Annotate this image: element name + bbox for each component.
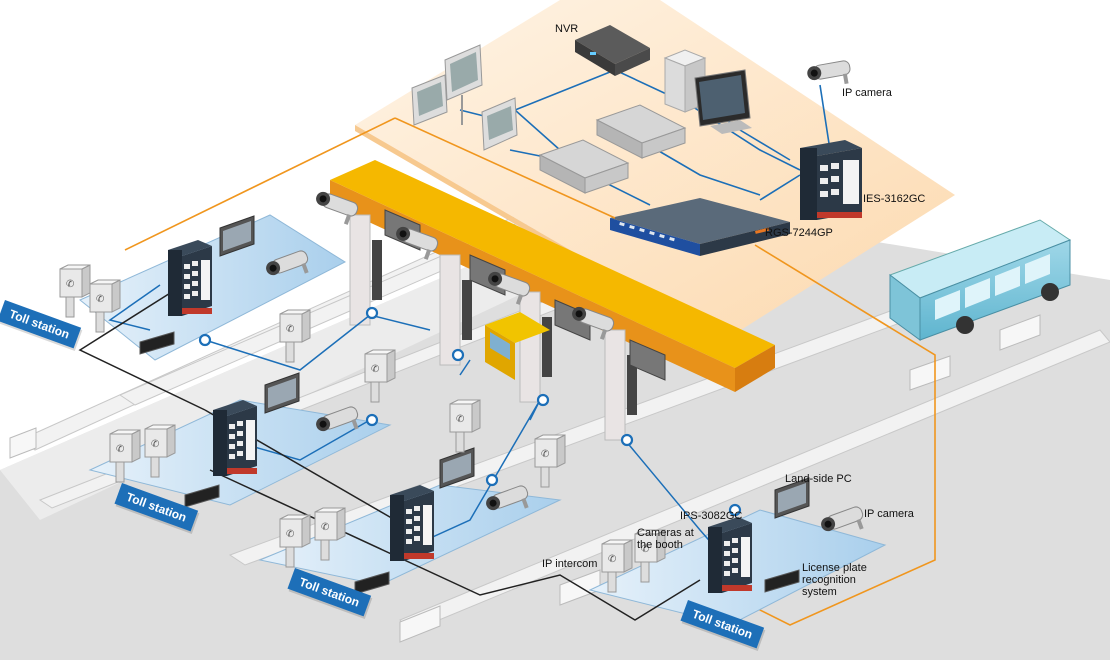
ip-camera-top-label: IP camera xyxy=(842,87,892,99)
license-plate-label: License plate recognition system xyxy=(802,562,867,598)
ip-intercom-label: IP intercom xyxy=(542,558,598,570)
ip-camera-right-label: IP camera xyxy=(864,508,914,520)
fiber-ring xyxy=(124,117,936,626)
cameras-at-booth-label: Cameras at the booth xyxy=(637,527,694,551)
rgs-7244gp-switch[interactable] xyxy=(610,198,790,256)
link-nodes xyxy=(198,306,742,517)
rgs-7244gp-label: RGS-7244GP xyxy=(765,227,833,239)
toll-canopy[interactable] xyxy=(330,160,775,441)
workstation-pc[interactable] xyxy=(663,49,752,134)
ip-camera-top[interactable] xyxy=(805,59,854,91)
small-switches[interactable] xyxy=(538,104,687,194)
ies-3162gc-switch[interactable] xyxy=(800,140,862,220)
truck xyxy=(485,312,550,380)
monitor-stands[interactable] xyxy=(411,44,518,151)
ies-3162gc-label: IES-3162GC xyxy=(863,193,926,205)
land-side-pc-label: Land-side PC xyxy=(785,473,852,485)
nvr-label: NVR xyxy=(555,23,579,35)
ips-3082gc-label: IPS-3082GC xyxy=(680,510,743,522)
nvr-device[interactable] xyxy=(575,25,650,76)
bus xyxy=(888,219,1072,341)
